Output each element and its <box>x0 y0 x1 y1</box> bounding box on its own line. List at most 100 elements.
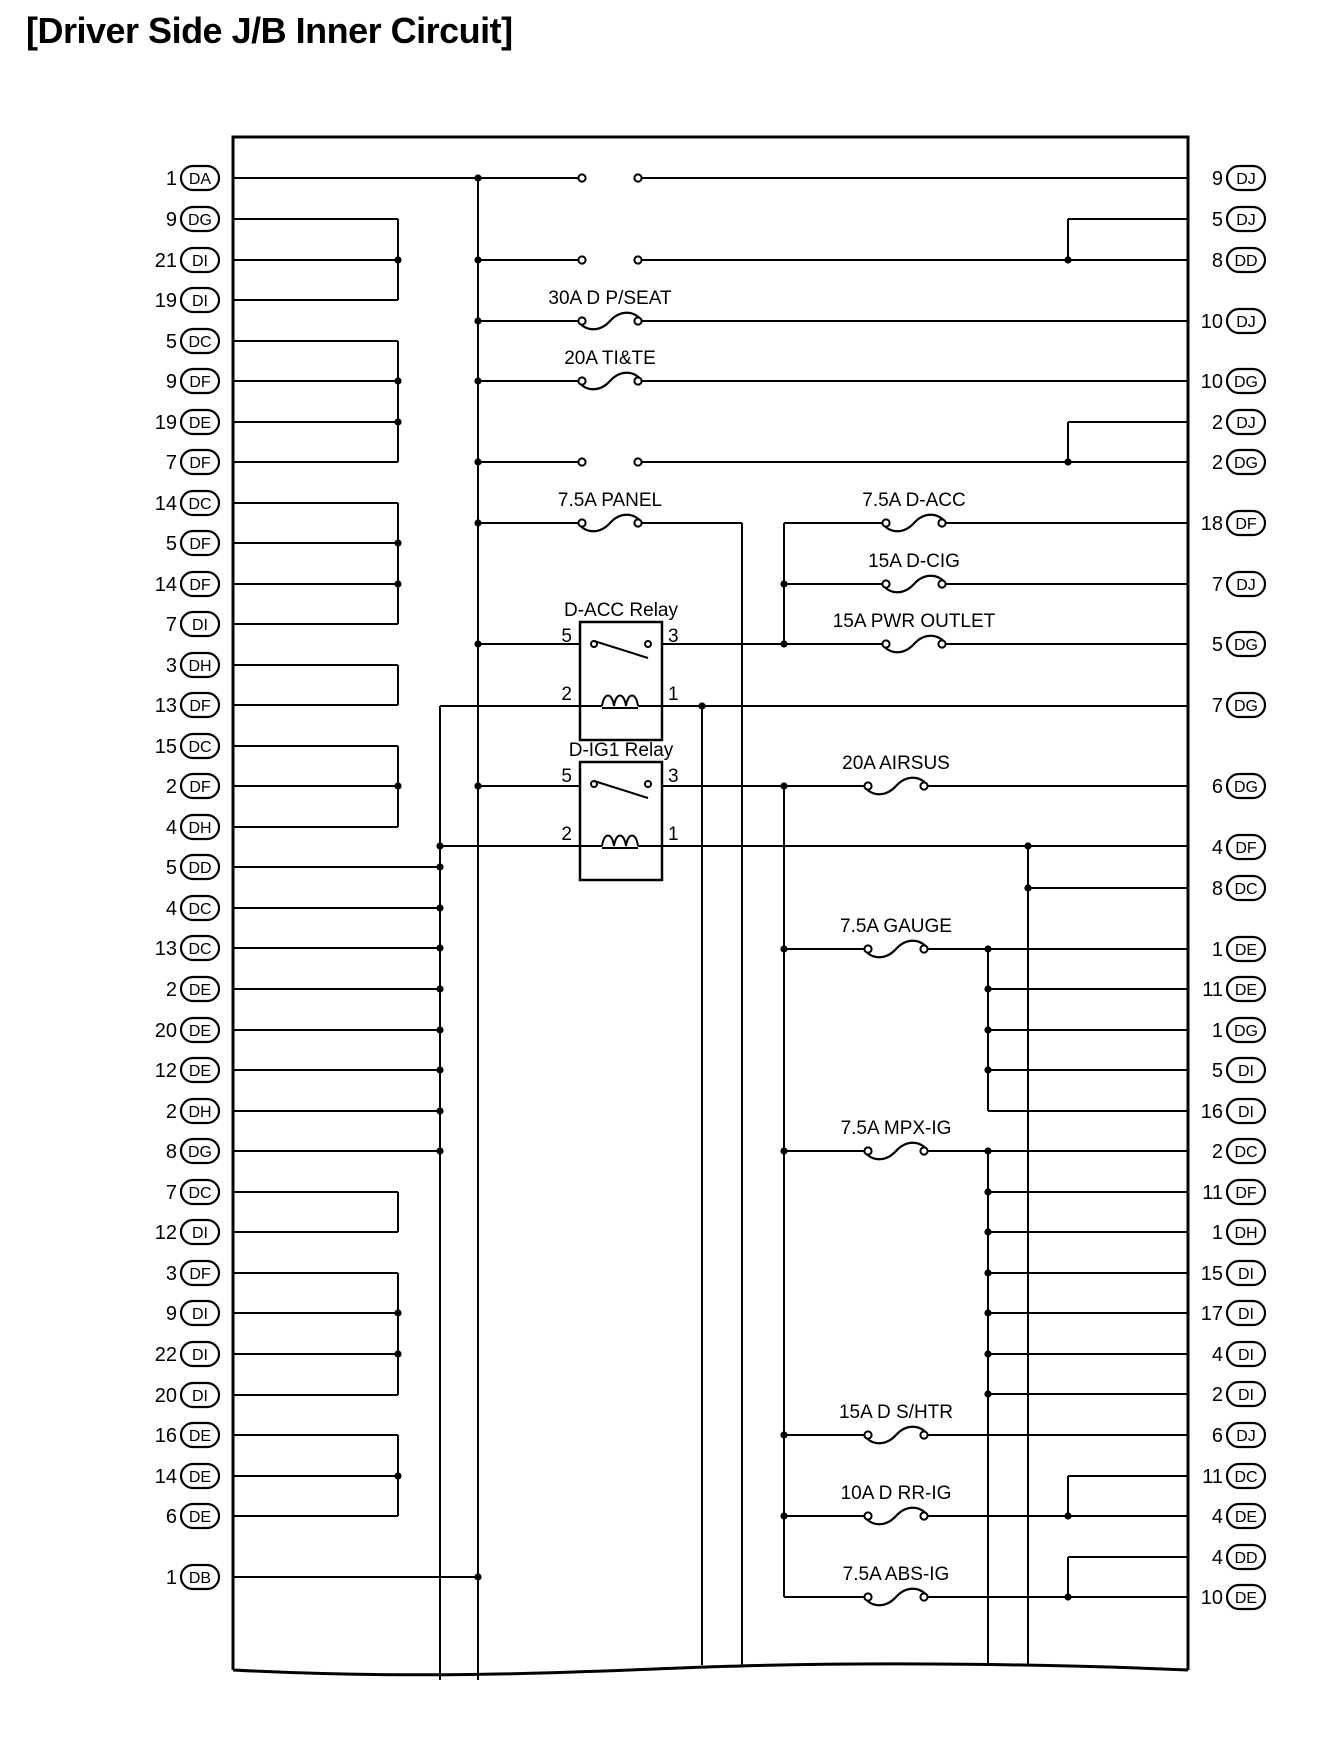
connector-code: DH <box>188 820 211 837</box>
relay-coil-icon <box>601 834 639 847</box>
junction-dot <box>780 1512 788 1520</box>
pin-number: 1 <box>1212 1020 1223 1042</box>
connector-code: DJ <box>1236 415 1256 432</box>
left-connector <box>179 732 221 760</box>
connector-oval-icon <box>179 732 221 760</box>
connector-oval-icon <box>179 1259 221 1287</box>
pin-number: 14 <box>155 493 177 515</box>
connector-code: DF <box>189 779 211 796</box>
junction-dot <box>394 1309 402 1317</box>
right-connector <box>1225 874 1267 902</box>
pin-number: 8 <box>1212 250 1223 272</box>
relay-1 <box>578 760 664 882</box>
connector-code: DF <box>189 698 211 715</box>
connector-oval-icon <box>179 1340 221 1368</box>
fuse-element-icon <box>863 939 929 959</box>
open-contact <box>633 376 643 386</box>
fuse-element-icon <box>577 513 643 533</box>
left-connector <box>179 691 221 719</box>
left-connector <box>179 1381 221 1409</box>
connector-code: DI <box>1238 1104 1254 1121</box>
left-connector <box>179 1097 221 1125</box>
relay-0 <box>578 620 664 742</box>
junction-dot <box>780 640 788 648</box>
pin-number: 7 <box>1212 695 1223 717</box>
open-contact <box>577 457 587 467</box>
fuse-element-icon <box>863 776 929 796</box>
relay-pin: 2 <box>561 684 572 705</box>
left-connector <box>179 327 221 355</box>
left-connector <box>179 813 221 841</box>
connector-oval-icon <box>1225 935 1267 963</box>
open-contact <box>863 1146 873 1156</box>
connector-oval-icon <box>179 448 221 476</box>
left-connector <box>179 448 221 476</box>
connector-code: DI <box>192 1388 208 1405</box>
connector-code: DC <box>1234 1144 1257 1161</box>
pin-number: 7 <box>166 1182 177 1204</box>
pin-number: 4 <box>1212 1547 1223 1569</box>
junction-dot <box>984 1188 992 1196</box>
fuse-element-icon <box>863 1141 929 1161</box>
junction-dot <box>436 842 444 850</box>
junction-dot <box>984 1228 992 1236</box>
junction-dot <box>984 1066 992 1074</box>
left-connector <box>179 367 221 395</box>
junction-dot <box>394 418 402 426</box>
switch-blade <box>593 640 649 659</box>
junction-dot <box>474 519 482 527</box>
pin-number: 6 <box>1212 776 1223 798</box>
open-contact <box>937 639 947 649</box>
connector-code: DI <box>1238 1063 1254 1080</box>
pin-number: 2 <box>1212 1384 1223 1406</box>
right-connector <box>1225 1259 1267 1287</box>
right-connector <box>1225 1016 1267 1044</box>
pin-number: 11 <box>1202 1466 1223 1488</box>
connector-code: DC <box>188 901 211 918</box>
junction-dot <box>780 782 788 790</box>
connector-code: DH <box>1234 1225 1257 1242</box>
connector-oval-icon <box>1225 307 1267 335</box>
junction-dot <box>780 945 788 953</box>
connector-code: DF <box>189 374 211 391</box>
connector-code: DC <box>188 496 211 513</box>
open-contact <box>577 173 587 183</box>
pin-number: 16 <box>155 1425 177 1447</box>
connector-code: DI <box>192 253 208 270</box>
open-contact <box>919 944 929 954</box>
junction-dot <box>474 317 482 325</box>
open-contact <box>863 1511 873 1521</box>
connector-oval-icon <box>1225 205 1267 233</box>
fuse-label: 7.5A GAUGE <box>840 916 952 937</box>
connector-code: DI <box>192 1306 208 1323</box>
right-connector <box>1225 1218 1267 1246</box>
connector-oval-icon <box>179 1563 221 1591</box>
connector-oval-icon <box>1225 246 1267 274</box>
connector-oval-icon <box>179 1462 221 1490</box>
relay-pin: 2 <box>561 824 572 845</box>
connector-oval-icon <box>179 975 221 1003</box>
relay-pin: 1 <box>668 824 679 845</box>
left-connector <box>179 1137 221 1165</box>
pin-number: 1 <box>1212 1222 1223 1244</box>
fuse-label: 15A D S/HTR <box>839 1402 953 1423</box>
junction-dot <box>394 1472 402 1480</box>
connector-code: DD <box>1234 1550 1257 1567</box>
pin-number: 2 <box>166 776 177 798</box>
open-contact <box>633 173 643 183</box>
connector-code: DC <box>1234 881 1257 898</box>
junction-dot <box>780 580 788 588</box>
connector-oval-icon <box>1225 691 1267 719</box>
pin-number: 5 <box>1212 1060 1223 1082</box>
left-connector <box>179 529 221 557</box>
connector-code: DF <box>189 1266 211 1283</box>
connector-code: DF <box>1235 516 1257 533</box>
pin-number: 2 <box>166 979 177 1001</box>
right-connector <box>1225 570 1267 598</box>
fuse-label: 20A TI&TE <box>564 348 656 369</box>
connector-oval-icon <box>179 1502 221 1530</box>
junction-dot <box>984 1390 992 1398</box>
pin-number: 11 <box>1202 1182 1223 1204</box>
junction-dot <box>984 1309 992 1317</box>
relay-body <box>578 760 664 882</box>
